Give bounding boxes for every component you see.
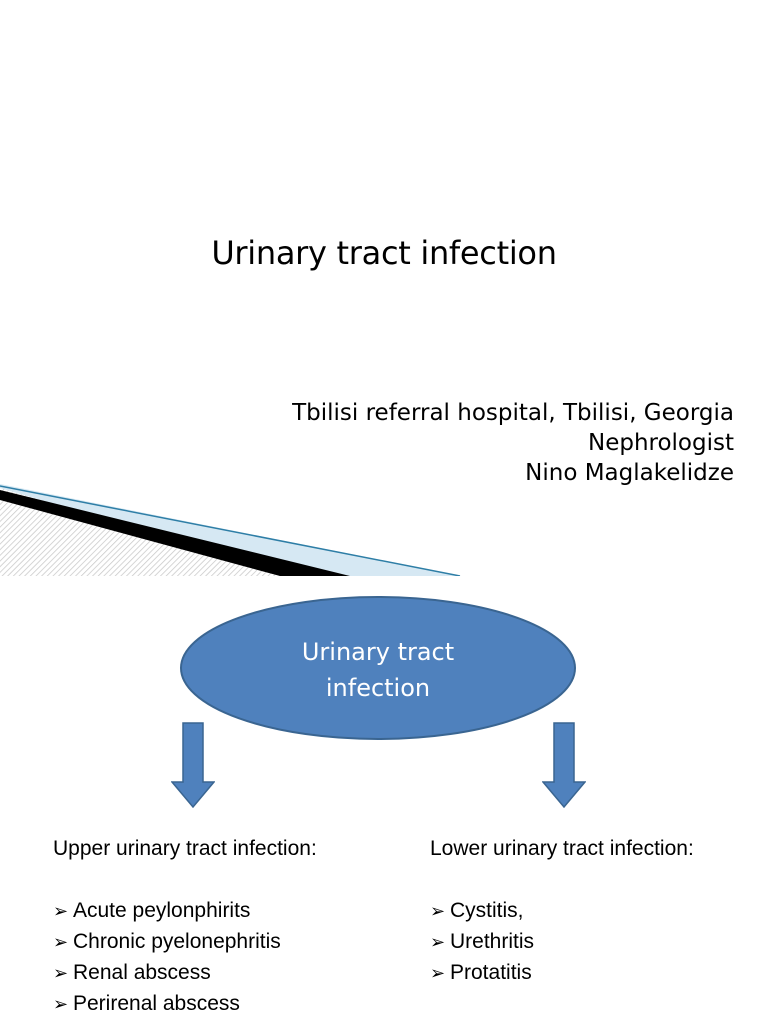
slide-title: Urinary tract infection [211, 234, 557, 272]
list-item: ➢Chronic pyelonephritis [53, 926, 413, 957]
list-item-text: Chronic pyelonephritis [73, 930, 281, 953]
lower-uti-heading: Lower urinary tract infection: [430, 837, 694, 860]
list-item-text: Protatitis [450, 961, 532, 984]
down-arrow-icon [542, 722, 586, 808]
upper-uti-list: ➢Acute peylonphirits ➢Chronic pyelonephr… [53, 895, 413, 1019]
list-item: ➢Protatitis [430, 957, 760, 988]
decorative-wedge-graphic [0, 484, 461, 576]
decor-black-wedge [0, 490, 350, 576]
list-item-text: Urethritis [450, 930, 535, 953]
arrow-bullet-icon: ➢ [430, 963, 446, 983]
central-node-shape [180, 596, 576, 740]
arrow-bullet-icon: ➢ [53, 932, 69, 952]
list-item: ➢Renal abscess [53, 957, 413, 988]
list-item: ➢Acute peylonphirits [53, 895, 413, 926]
list-item-text: Acute peylonphirits [73, 899, 251, 922]
upper-uti-column: Upper urinary tract infection: ➢Acute pe… [53, 834, 413, 1019]
byline-author: Nino Maglakelidze [525, 460, 734, 486]
arrow-bullet-icon: ➢ [53, 963, 69, 983]
lower-uti-column: Lower urinary tract infection: ➢Cystitis… [430, 834, 760, 988]
list-item-text: Perirenal abscess [73, 992, 240, 1015]
byline-institution: Tbilisi referral hospital, Tbilisi, Geor… [292, 400, 734, 426]
byline-specialty: Nephrologist [587, 430, 734, 456]
title-slide: Urinary tract infection Tbilisi referral… [0, 234, 734, 576]
classification-slide: Urinary tract infection Upper urinary tr… [0, 576, 768, 1024]
list-item: ➢Cystitis, [430, 895, 760, 926]
down-arrow-icon [171, 722, 215, 808]
arrow-bullet-icon: ➢ [53, 994, 69, 1014]
arrow-bullet-icon: ➢ [53, 901, 69, 921]
arrow-bullet-icon: ➢ [430, 932, 446, 952]
lower-uti-list: ➢Cystitis, ➢Urethritis ➢Protatitis [430, 895, 760, 988]
upper-uti-heading: Upper urinary tract infection: [53, 837, 317, 860]
central-node-line-2: infection [325, 674, 431, 702]
central-node-label: Urinary tract infection [179, 634, 577, 706]
author-byline: Tbilisi referral hospital, Tbilisi, Geor… [292, 398, 734, 488]
central-node-line-1: Urinary tract [301, 638, 455, 666]
list-item-text: Renal abscess [73, 961, 211, 984]
list-item: ➢Urethritis [430, 926, 760, 957]
list-item-text: Cystitis, [450, 899, 524, 922]
decor-blue-line [0, 485, 461, 576]
arrow-bullet-icon: ➢ [430, 901, 446, 921]
list-item: ➢Perirenal abscess [53, 988, 413, 1019]
